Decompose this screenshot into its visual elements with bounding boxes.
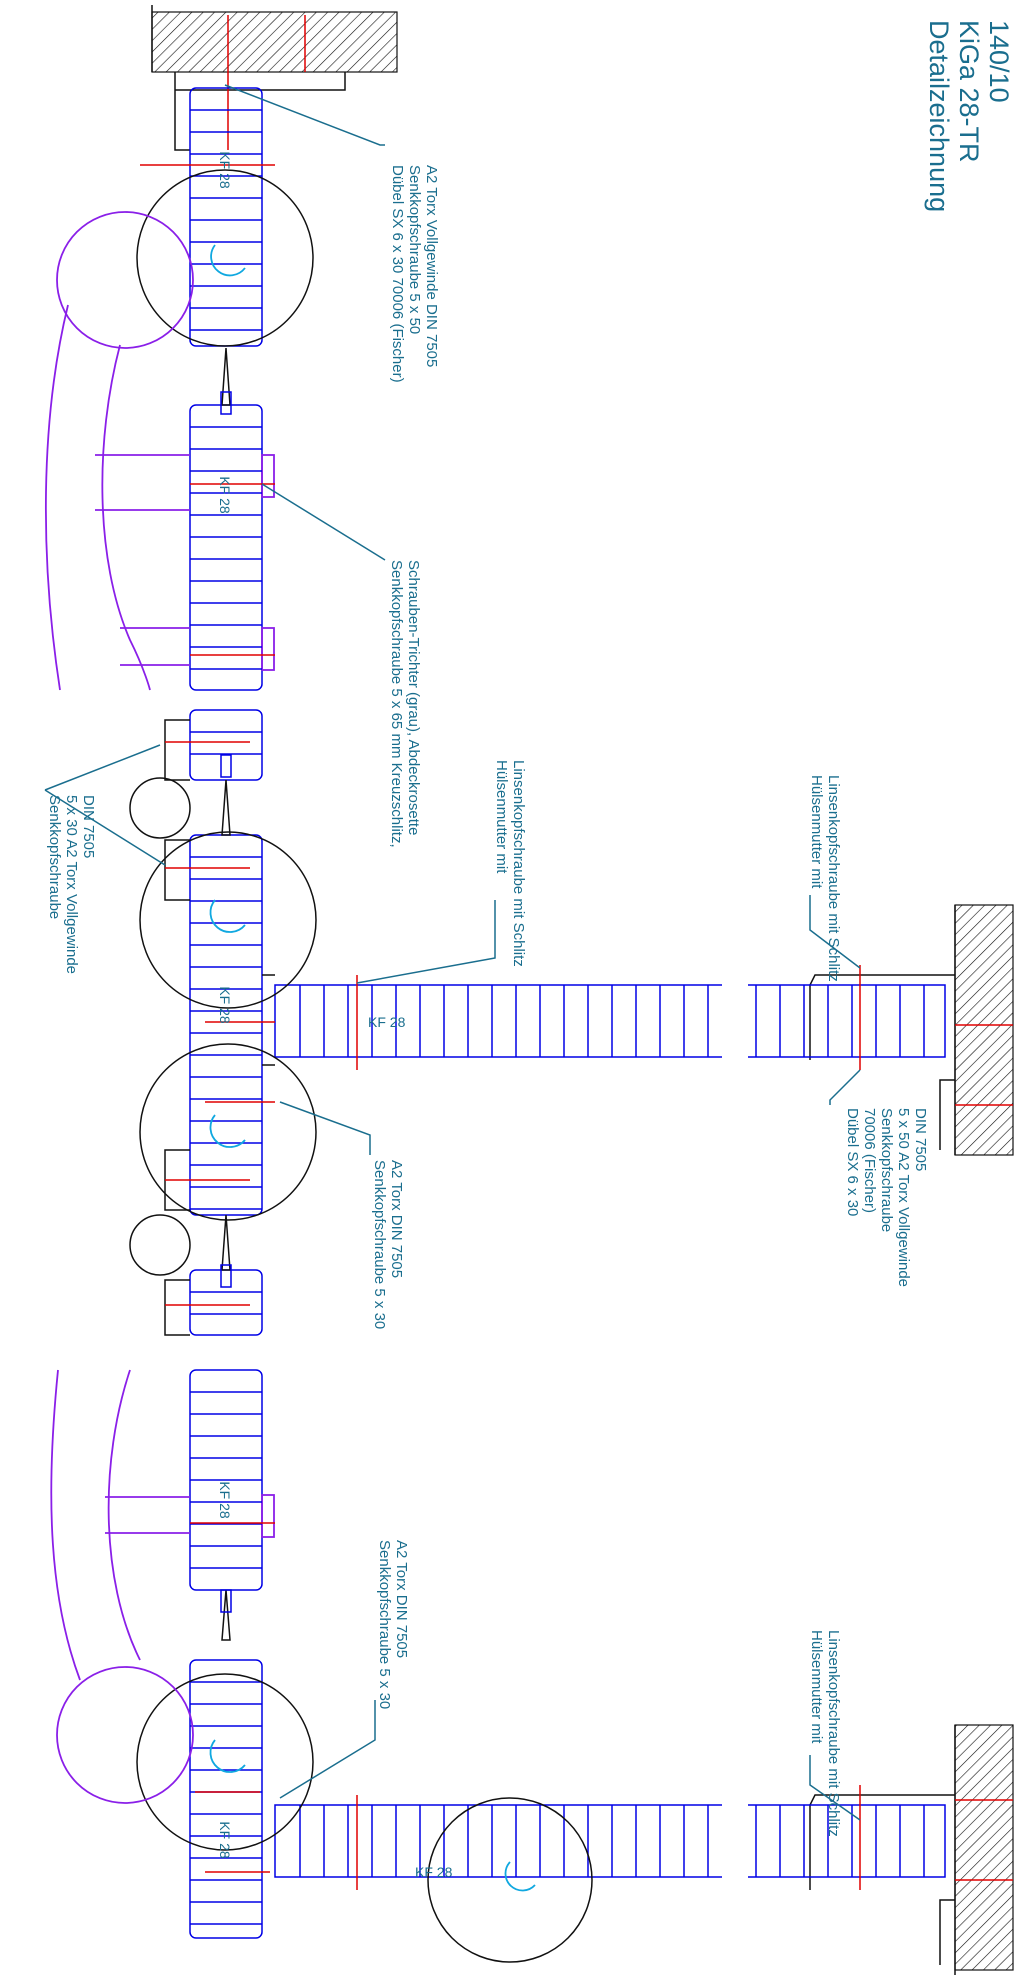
plank-lines <box>190 109 262 1925</box>
title-line-2: KiGa 28-TR <box>954 20 984 163</box>
callout-right-dowel-line-5: DIN 7505 <box>912 1108 929 1171</box>
kf-label-1: KF 28 <box>217 151 233 189</box>
kf-label-6: KF 28 <box>368 1014 406 1030</box>
kf-label-3: KF 28 <box>217 986 233 1024</box>
callout-mid-nut: Hülsenmutter mit Linsenkopfschraube mit … <box>493 760 527 967</box>
callout-right-nut-upper: Hülsenmutter mit Linsenkopfschraube mit … <box>808 775 842 982</box>
callout-handle-screw-line-2: Schrauben-Trichter (grau), Abdeckrosette <box>405 560 422 835</box>
callout-handle-screw-line-1: Senkkopfschraube 5 x 65 mm Kreuzschlitz, <box>388 560 405 848</box>
horizontal-beam-upper <box>274 980 946 1062</box>
title-block: Detailzeichnung KiGa 28-TR 140/10 <box>924 20 1014 212</box>
callout-mid-nut-line-2: Linsenkopfschraube mit Schlitz <box>510 760 527 967</box>
vertical-post-center <box>189 834 263 1216</box>
callout-mid-screw: Senkkopfschraube 5 x 30 A2 Torx DIN 7505 <box>371 1160 405 1329</box>
callout-top-dowel-line-3: A2 Torx Vollgewinde DIN 7505 <box>423 165 440 367</box>
callout-right-dowel: Dübel SX 6 x 30 70006 (Fischer) Senkkopf… <box>844 1108 929 1287</box>
callout-mid-screw-line-2: A2 Torx DIN 7505 <box>388 1160 405 1278</box>
callout-right-nut-lower-line-1: Hülsenmutter mit <box>808 1630 825 1744</box>
horizontal-beam-lower <box>274 1800 946 1882</box>
callout-lower-screw-line-1: Senkkopfschraube 5 x 30 <box>376 1540 393 1709</box>
callout-right-nut-upper-line-1: Hülsenmutter mit <box>808 775 825 889</box>
wall-right-upper <box>809 904 1014 1156</box>
callout-left-screws: Senkkopfschraube 5 x 30 A2 Torx Vollgewi… <box>46 795 97 974</box>
callout-right-nut-lower-line-2: Linsenkopfschraube mit Schlitz <box>825 1630 842 1837</box>
handle-upper <box>44 211 194 691</box>
wall-right-lower <box>809 1724 1014 1975</box>
callout-handle-screw: Senkkopfschraube 5 x 65 mm Kreuzschlitz,… <box>388 560 422 848</box>
round-fittings <box>129 169 593 1963</box>
wall-top <box>151 5 398 151</box>
vertical-post-joint <box>189 709 263 781</box>
callout-right-dowel-line-2: 70006 (Fischer) <box>861 1108 878 1213</box>
callout-mid-nut-line-1: Hülsenmutter mit <box>493 760 510 874</box>
callout-left-screws-line-1: Senkkopfschraube <box>46 795 63 919</box>
callout-right-dowel-line-3: Senkkopfschraube <box>878 1108 895 1232</box>
kf-label-5: KF 28 <box>217 1821 233 1859</box>
title-line-1: Detailzeichnung <box>924 20 954 212</box>
callout-right-nut-lower: Hülsenmutter mit Linsenkopfschraube mit … <box>808 1630 842 1837</box>
kf-label-7: KF 28 <box>415 1864 453 1880</box>
rotation-marks <box>209 244 536 1892</box>
kf-label-4: KF 28 <box>217 1481 233 1519</box>
callout-top-dowel-line-1: Dübel SX 6 x 30 70006 (Fischer) <box>389 165 406 383</box>
handle-lower <box>50 1369 194 1804</box>
kf-label-2: KF 28 <box>217 476 233 514</box>
vertical-post-bottom <box>189 1659 263 1939</box>
callout-left-screws-line-2: 5 x 30 A2 Torx Vollgewinde <box>63 795 80 974</box>
leader-lines <box>44 84 861 1821</box>
callout-right-dowel-line-4: 5 x 50 A2 Torx Vollgewinde <box>895 1108 912 1287</box>
post-labels: KF 28 KF 28 KF 28 KF 28 KF 28 KF 28 KF 2… <box>217 151 453 1880</box>
screws <box>140 164 861 1890</box>
vertical-post-lower-joint <box>189 1269 263 1336</box>
callout-lower-screw-line-2: A2 Torx DIN 7505 <box>393 1540 410 1658</box>
title-line-3: 140/10 <box>984 20 1014 103</box>
callout-top-dowel-line-2: Senkkopfschraube 5 x 50 <box>406 165 423 334</box>
callout-left-screws-line-3: DIN 7505 <box>80 795 97 858</box>
callout-lower-screw: Senkkopfschraube 5 x 30 A2 Torx DIN 7505 <box>376 1540 410 1709</box>
callout-right-nut-upper-line-2: Linsenkopfschraube mit Schlitz <box>825 775 842 982</box>
clamps <box>164 719 275 1336</box>
callout-right-dowel-line-1: Dübel SX 6 x 30 <box>844 1108 861 1216</box>
callout-mid-screw-line-1: Senkkopfschraube 5 x 30 <box>371 1160 388 1329</box>
connectors <box>220 347 232 1641</box>
callout-top-dowel: Dübel SX 6 x 30 70006 (Fischer) Senkkopf… <box>389 165 440 383</box>
